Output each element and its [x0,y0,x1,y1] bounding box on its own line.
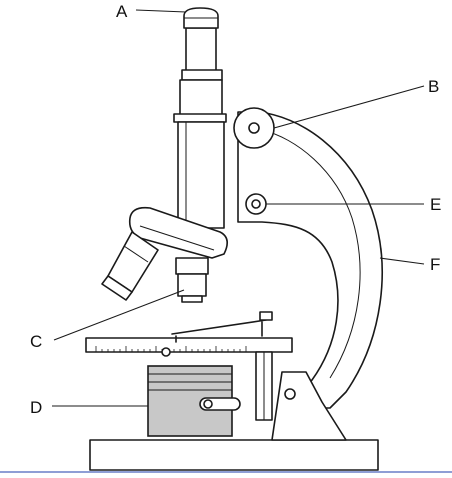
revolving-nosepiece [128,206,228,259]
label-b: B [428,77,439,96]
arm [237,111,383,409]
label-d: D [30,398,42,417]
condenser-bands [148,373,232,391]
stage-aperture [161,347,171,357]
objective-angled-tip [101,275,133,301]
label-f: F [430,255,440,274]
draw-tube [185,27,217,73]
base [89,439,379,471]
leader-f [379,257,425,265]
label-a: A [116,2,128,21]
label-e: E [430,195,441,214]
nosepiece-ridge [139,225,215,251]
label-c: C [30,332,42,351]
arm-pivot [284,388,296,400]
tube-ring [173,113,227,123]
fine-knob-hub [251,199,261,209]
objective-vertical [177,273,207,297]
coarse-knob-hub [248,122,260,134]
tube-upper [179,79,223,117]
body-tube [177,121,225,229]
objective-angled-ring [123,245,149,263]
stage [85,337,293,353]
objective-collar [175,257,209,275]
tube-collar [181,69,223,81]
arm-inner-edge [261,129,361,379]
stage-clip [171,319,267,343]
condenser-knob [203,399,213,409]
leader-b [273,85,425,129]
leader-a [135,9,187,13]
objective-tip [181,295,203,303]
clip-screw [259,311,273,321]
leader-c [53,289,185,341]
